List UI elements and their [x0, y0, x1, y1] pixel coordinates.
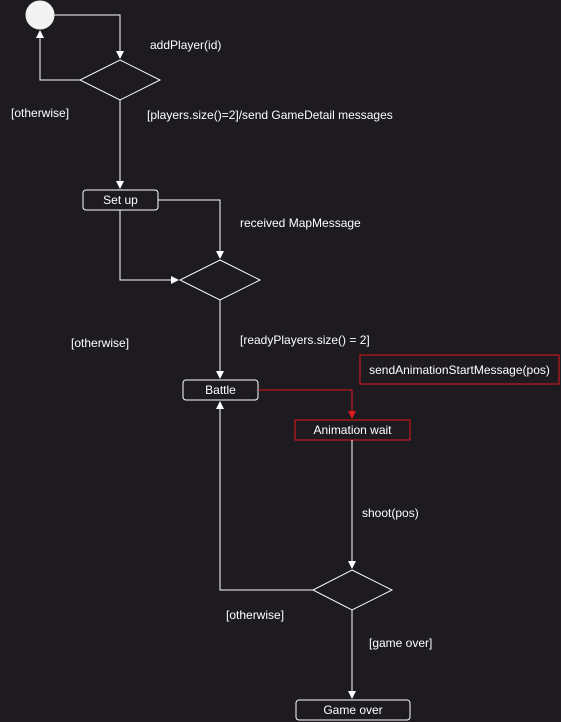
- state-setup-label: Set up: [103, 193, 138, 207]
- edge-decision-1-otherwise-loop: [36, 30, 80, 81]
- label-game-over-guard: [game over]: [369, 636, 432, 650]
- label-otherwise-2: [otherwise]: [71, 336, 129, 350]
- state-animation-wait-label: Animation wait: [313, 423, 392, 437]
- state-battle-label: Battle: [205, 383, 236, 397]
- state-game-over-label: Game over: [323, 703, 382, 717]
- state-battle[interactable]: Battle: [182, 379, 259, 401]
- label-ready-players: [readyPlayers.size() = 2]: [240, 333, 370, 347]
- edge-initial-to-decision-1: [54, 14, 124, 59]
- edge-setup-to-decision-2-received: [158, 199, 224, 259]
- decision-node-3[interactable]: [311, 569, 394, 611]
- label-add-player: addPlayer(id): [150, 38, 221, 52]
- edge-decision-2-otherwise-loop: [119, 210, 179, 284]
- edge-battle-to-animation-wait: [258, 389, 356, 419]
- label-shoot: shoot(pos): [362, 506, 419, 520]
- action-send-animation-start[interactable]: sendAnimationStartMessage(pos): [359, 354, 560, 385]
- label-otherwise-1: [otherwise]: [11, 106, 69, 120]
- initial-state-node[interactable]: [25, 0, 55, 30]
- action-send-animation-start-label: sendAnimationStartMessage(pos): [369, 363, 550, 377]
- state-setup[interactable]: Set up: [82, 189, 159, 211]
- label-received-map: received MapMessage: [240, 216, 361, 230]
- state-animation-wait[interactable]: Animation wait: [294, 419, 411, 441]
- state-game-over[interactable]: Game over: [295, 699, 411, 721]
- label-otherwise-3: [otherwise]: [226, 608, 284, 622]
- edge-decision-3-otherwise-to-battle: [216, 401, 313, 591]
- decision-node-1[interactable]: [78, 59, 162, 101]
- decision-node-2[interactable]: [178, 259, 262, 301]
- label-players-ready: [players.size()=2]/send GameDetail messa…: [147, 108, 393, 122]
